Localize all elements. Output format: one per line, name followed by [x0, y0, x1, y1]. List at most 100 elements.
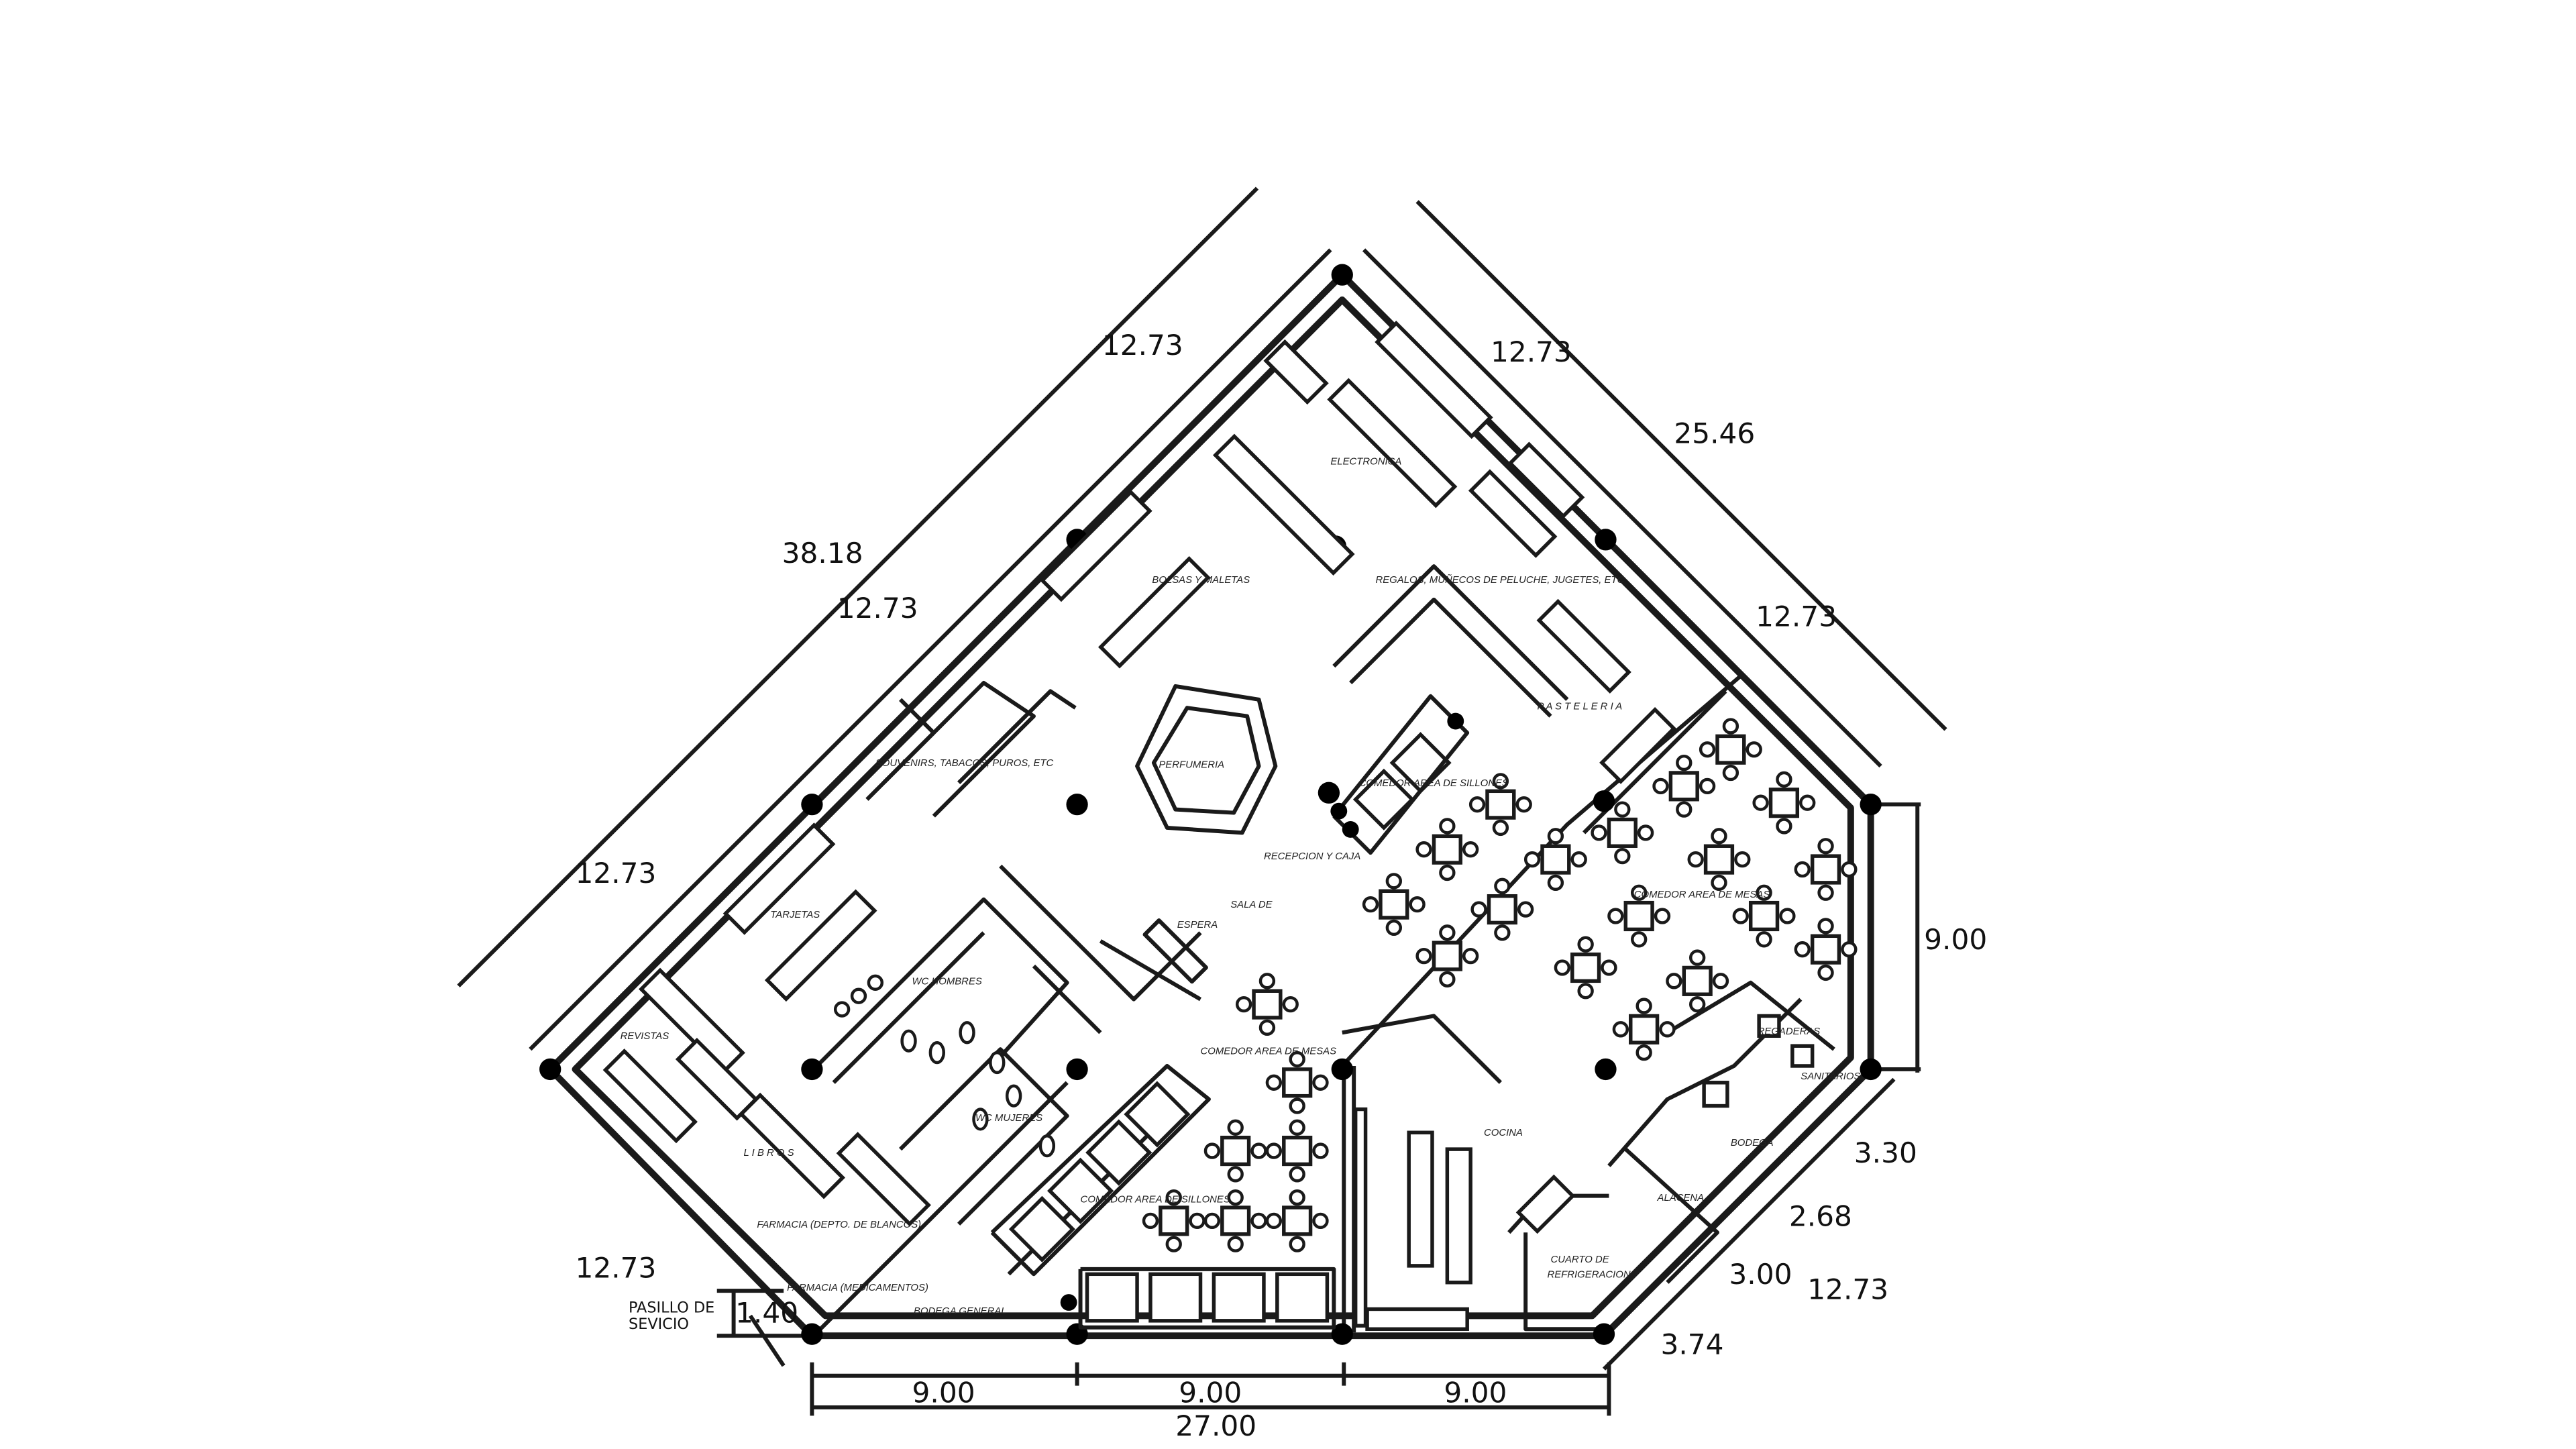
label-comedor-mesas-right: COMEDOR AREA DE MESAS — [1634, 890, 1770, 900]
table-set — [1652, 754, 1716, 818]
dim-bottom-total: 27.00 — [1175, 1409, 1256, 1442]
label-wc-mujeres: WC MUJERES — [975, 1113, 1042, 1124]
dim-bottom-right-d: 3.74 — [1660, 1328, 1723, 1361]
column — [1066, 794, 1088, 816]
table-set — [1666, 949, 1729, 1013]
label-alacena: ALACENA — [1657, 1193, 1705, 1203]
label-wc-hombres: WC HOMBRES — [912, 976, 982, 987]
table-set — [1142, 1189, 1205, 1252]
table-set — [1415, 924, 1479, 988]
dim-left-mid: 12.73 — [575, 857, 656, 890]
label-cuarto-1: CUARTO DE — [1550, 1254, 1609, 1265]
label-regaderas: REGADERAS — [1758, 1026, 1821, 1037]
table-set — [1612, 998, 1676, 1061]
label-comedor-sillones-top: COMEDOR AREA DE SILLONES — [1359, 778, 1509, 789]
dim-top-left-upper: 12.73 — [1102, 329, 1183, 362]
label-regalos: REGALOS, MUÑECOS DE PELUCHE, JUGETES, ET… — [1375, 574, 1624, 586]
dim-top-right-upper: 12.73 — [1491, 335, 1572, 368]
dim-bottom-right-a: 3.30 — [1854, 1136, 1917, 1169]
table-set — [1362, 873, 1426, 936]
column — [1595, 1058, 1617, 1081]
table-set — [1794, 918, 1858, 981]
label-souvenirs: SOUVENIRS, TABACOS, PUROS, ETC — [875, 758, 1054, 769]
table-set — [1235, 973, 1299, 1036]
table-set — [1699, 718, 1762, 782]
column — [801, 1058, 823, 1081]
dim-top-right-total: 25.46 — [1674, 417, 1755, 449]
table-set — [1470, 877, 1534, 941]
table-set — [1554, 936, 1617, 1000]
restroom-fixtures — [833, 974, 1815, 1234]
dining-tables — [1142, 718, 1858, 1252]
shelving-fixtures — [602, 320, 1677, 1331]
label-farmacia-blancos: FARMACIA (DEPTO. DE BLANCOS) — [757, 1220, 921, 1230]
column — [801, 794, 823, 816]
dim-service-width: 1.40 — [735, 1296, 798, 1329]
label-bodega-general: BODEGA GENERAL — [914, 1306, 1007, 1317]
dim-left-lower: 12.73 — [575, 1251, 656, 1284]
dim-bottom-right-c: 3.00 — [1729, 1258, 1792, 1291]
dim-bottom-right-total: 12.73 — [1807, 1273, 1888, 1306]
label-comedor-mesas-center: COMEDOR AREA DE MESAS — [1201, 1046, 1337, 1057]
label-recepcion: RECEPCION Y CAJA — [1264, 851, 1360, 862]
table-set — [1523, 828, 1587, 892]
column — [801, 1323, 823, 1345]
dim-bottom-seg-1: 9.00 — [912, 1377, 975, 1409]
dim-top-left-mid: 12.73 — [837, 592, 918, 625]
table-set — [1265, 1119, 1329, 1183]
column — [1331, 1058, 1353, 1081]
dimension-lines — [457, 186, 1947, 1416]
dim-bottom-seg-3: 9.00 — [1444, 1377, 1507, 1409]
table-set — [1591, 801, 1654, 865]
table-set — [1265, 1189, 1329, 1252]
dim-top-left-total: 38.18 — [782, 537, 863, 570]
column — [1331, 264, 1353, 286]
column — [1593, 790, 1615, 812]
label-perfumeria: PERFUMERIA — [1159, 760, 1224, 771]
table-set — [1468, 773, 1532, 837]
column — [1860, 1058, 1882, 1081]
label-cocina: COCINA — [1484, 1128, 1523, 1138]
label-pasteleria: P A S T E L E R I A — [1538, 702, 1623, 712]
table-set — [1687, 828, 1751, 892]
dim-right-vertical: 9.00 — [1924, 923, 1987, 956]
column — [1593, 1323, 1615, 1345]
table-set — [1732, 884, 1796, 948]
table-set — [1203, 1189, 1267, 1252]
column — [1331, 1323, 1353, 1345]
room-labels: ELECTRONICA BOLSAS Y MALETAS REGALOS, MU… — [621, 457, 1861, 1317]
dim-bottom-right-b: 2.68 — [1789, 1199, 1852, 1232]
table-set — [1607, 884, 1671, 948]
label-farmacia-medicamentos: FARMACIA (MEDICAMENTOS) — [787, 1283, 928, 1293]
table-set — [1794, 838, 1858, 901]
label-electronica: ELECTRONICA — [1330, 457, 1401, 468]
label-bolsas: BOLSAS Y MALETAS — [1152, 575, 1250, 586]
label-bodega: BODEGA — [1731, 1138, 1774, 1148]
label-revistas: REVISTAS — [621, 1031, 669, 1042]
dim-bottom-seg-2: 9.00 — [1179, 1377, 1242, 1409]
label-sala-de: SALA DE — [1230, 900, 1273, 910]
service-label-2: SEVICIO — [629, 1316, 689, 1333]
column — [1595, 529, 1617, 551]
table-set — [1752, 771, 1816, 835]
label-espera: ESPERA — [1177, 920, 1218, 930]
table-set — [1415, 818, 1479, 881]
dimension-labels: 12.73 38.18 12.73 12.73 12.73 12.73 25.4… — [575, 329, 1987, 1442]
outer-walls — [547, 271, 1874, 1340]
table-set — [1203, 1119, 1267, 1183]
plants — [1060, 712, 1464, 1311]
column — [1066, 1058, 1088, 1081]
dim-top-right-lower: 12.73 — [1756, 600, 1837, 633]
service-label-1: PASILLO DE — [629, 1299, 714, 1316]
table-set — [1265, 1051, 1329, 1114]
column — [1860, 794, 1882, 816]
label-comedor-sillones-bottom: COMEDOR AREA DE SILLONES — [1081, 1195, 1230, 1205]
label-libros: L I B R O S — [744, 1148, 794, 1159]
label-sanitarios: SANITARIOS — [1801, 1071, 1860, 1082]
label-cuarto-2: REFRIGERACION — [1547, 1269, 1630, 1280]
column — [539, 1058, 561, 1081]
booth-seating — [990, 694, 1470, 1330]
column — [1318, 782, 1340, 804]
label-tarjetas: TARJETAS — [770, 910, 820, 920]
